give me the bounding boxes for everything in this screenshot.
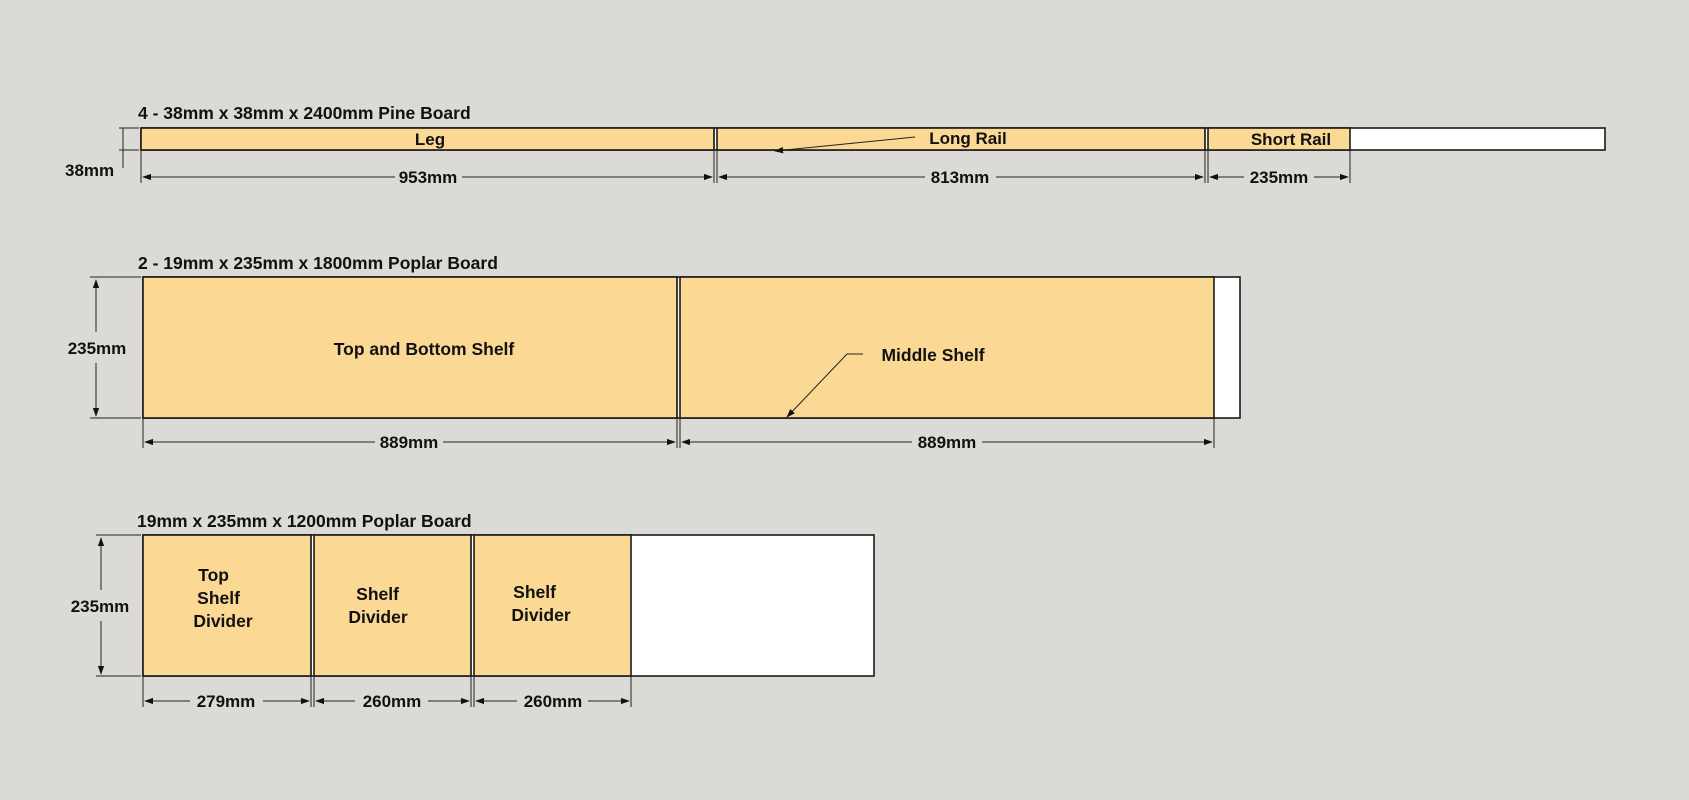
dimension-label-short-rail: 235mm xyxy=(1250,168,1309,187)
leader-arrow xyxy=(774,136,916,154)
piece-label-shelf-divider: Shelf Divider xyxy=(348,584,408,627)
piece-short-rail xyxy=(1207,127,1351,151)
board-title: 4 - 38mm x 38mm x 2400mm Pine Board xyxy=(138,103,471,123)
thickness-label: 235mm xyxy=(68,339,127,358)
thickness-label: 235mm xyxy=(71,597,130,616)
board-poplar-1200: 19mm x 235mm x 1200mm Poplar Board Top S… xyxy=(71,511,875,711)
leader-arrow xyxy=(786,353,863,418)
dimension-label-top-bottom-shelf: 889mm xyxy=(380,433,439,452)
board-title: 19mm x 235mm x 1200mm Poplar Board xyxy=(137,511,472,531)
board-title: 2 - 19mm x 235mm x 1800mm Poplar Board xyxy=(138,253,498,273)
piece-shelf-divider xyxy=(473,534,632,677)
board-poplar-1800: 2 - 19mm x 235mm x 1800mm Poplar Board T… xyxy=(68,253,1241,452)
piece-label-leg: Leg xyxy=(415,130,445,149)
dimension-label-long-rail: 813mm xyxy=(931,168,990,187)
piece-label-middle-shelf: Middle Shelf xyxy=(881,345,984,365)
dimension-label-shelf-divider: 260mm xyxy=(524,692,583,711)
dimension-label-top-shelf-divider: 279mm xyxy=(197,692,256,711)
piece-label-shelf-divider: Shelf Divider xyxy=(511,582,571,625)
piece-label-top-bottom-shelf: Top and Bottom Shelf xyxy=(334,339,515,359)
piece-middle-shelf xyxy=(679,276,1215,419)
piece-label-long-rail: Long Rail xyxy=(929,129,1006,148)
dimension-label-middle-shelf: 889mm xyxy=(918,433,977,452)
dimension-label-leg: 953mm xyxy=(399,168,458,187)
piece-label-short-rail: Short Rail xyxy=(1251,130,1331,149)
thickness-label: 38mm xyxy=(65,161,114,180)
dimension-label-shelf-divider: 260mm xyxy=(363,692,422,711)
piece-shelf-divider xyxy=(313,534,472,677)
board-pine: 4 - 38mm x 38mm x 2400mm Pine Board Leg … xyxy=(65,103,1606,187)
piece-label-top-shelf-divider: Top Shelf Divider xyxy=(193,565,253,631)
piece-top-shelf-divider xyxy=(142,534,312,677)
